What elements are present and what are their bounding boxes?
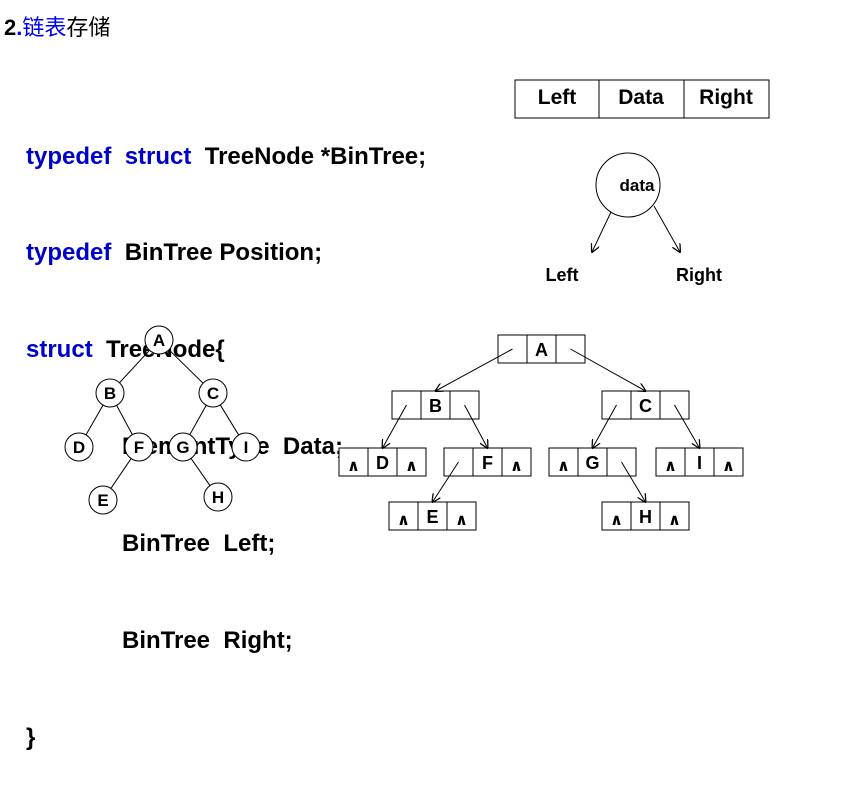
right-pointer-label: Right [676, 265, 722, 285]
right-pointer-arrow [653, 205, 680, 252]
tree-edge-C-I [219, 404, 240, 436]
code-keyword-typedef: typedef [26, 142, 112, 170]
binary-tree: A B C D F G I E H [64, 325, 261, 515]
linked-node-B: B [391, 390, 480, 420]
linked-node-label-D: D [376, 453, 389, 473]
field-right-label: Right [699, 86, 753, 109]
linked-pointer-A-C [570, 348, 646, 391]
linked-node-label-B: B [429, 396, 442, 416]
null-right-E: ∧ [455, 512, 468, 529]
tree-node-H [203, 482, 233, 512]
tree-node-F [124, 432, 154, 462]
linked-pointer-B-F [464, 404, 488, 448]
null-right-D: ∧ [405, 458, 418, 475]
tree-edge-B-D [85, 404, 104, 436]
section-heading: 2.链表存储 [4, 10, 110, 42]
linked-pointer-B-D [383, 404, 407, 448]
code-line-7: } [26, 723, 36, 751]
code-text: TreeNode *BinTree; [204, 142, 427, 170]
heading-blue-text: 链表 [22, 15, 67, 40]
linked-node-G: G∧ [548, 447, 637, 477]
linked-node-label-G: G [585, 453, 599, 473]
code-keyword-struct: struct [124, 142, 192, 170]
linked-node-label-H: H [639, 507, 652, 527]
tree-edge-G-H [190, 458, 211, 486]
diagram-canvas: Left Data Right data Left Right A B C D F G I E… [64, 79, 770, 531]
linked-pointer-C-I [674, 404, 700, 448]
data-node-label: data [620, 176, 656, 195]
linked-node-E: E ∧ ∧ [388, 501, 477, 531]
tree-node-label-F: F [134, 438, 144, 457]
tree-node-B [95, 378, 125, 408]
linked-node-label-I: I [697, 453, 702, 473]
code-line-2: typedef BinTree Position; [26, 237, 426, 269]
tree-node-E [88, 485, 118, 515]
linked-node-H: H ∧ ∧ [601, 501, 690, 531]
tree-node-I [231, 432, 261, 462]
null-left-H: ∧ [610, 512, 623, 529]
null-right-F: ∧ [510, 458, 523, 475]
code-text: BinTree Position; [124, 239, 323, 267]
linked-node-label-C: C [639, 396, 652, 416]
null-left-G: ∧ [557, 458, 570, 475]
null-left-D: ∧ [347, 458, 360, 475]
null-left-I: ∧ [664, 458, 677, 475]
linked-node-I: I ∧ ∧ [655, 447, 744, 477]
data-node-circle [595, 152, 661, 218]
linked-node-label-E: E [426, 507, 438, 527]
linked-node-D: D ∧ ∧ [338, 447, 427, 477]
tree-node-label-C: C [207, 384, 219, 403]
tree-node-label-D: D [73, 438, 85, 457]
linked-node-C: C [601, 390, 690, 420]
linked-pointer-C-G [593, 404, 617, 448]
tree-edge-A-B [119, 349, 150, 384]
code-line-6: BinTree Right; [122, 627, 293, 655]
tree-edge-C-G [189, 404, 207, 436]
node-structure-table: Left Data Right [514, 79, 770, 119]
code-keyword-typedef: typedef [26, 239, 112, 267]
tree-edge-B-F [116, 405, 133, 435]
tree-edge-F-E [110, 458, 132, 489]
tree-edge-A-C [168, 349, 204, 384]
tree-node-label-E: E [97, 491, 108, 510]
tree-node-label-B: B [104, 384, 116, 403]
heading-rest-text: 存储 [66, 15, 111, 40]
tree-node-G [168, 432, 198, 462]
linked-pointer-F-E [433, 461, 459, 502]
null-right-H: ∧ [668, 512, 681, 529]
linked-node-A: A [497, 334, 586, 364]
field-left-label: Left [538, 86, 577, 109]
field-data-label: Data [618, 86, 664, 109]
null-right-I: ∧ [722, 458, 735, 475]
linked-node-label-A: A [535, 340, 548, 360]
tree-node-A [144, 325, 174, 355]
tree-node-C [198, 378, 228, 408]
linked-node-F: F∧ [443, 447, 532, 477]
linked-node-label-F: F [482, 453, 493, 473]
linked-pointer-G-H [621, 461, 646, 502]
tree-node-label-A: A [153, 331, 165, 350]
heading-number: 2 [4, 15, 17, 40]
tree-node-label-I: I [244, 438, 249, 457]
code-keyword-struct: struct [26, 336, 93, 364]
tree-node-label-G: G [176, 438, 189, 457]
tree-node-D [64, 432, 94, 462]
heading-dot: . [16, 15, 23, 40]
code-line-1: typedef struct TreeNode *BinTree; [26, 141, 426, 173]
left-pointer-label: Left [546, 265, 579, 285]
linked-pointer-A-B [436, 348, 513, 391]
null-left-E: ∧ [397, 512, 410, 529]
tree-node-label-H: H [212, 488, 224, 507]
left-pointer-arrow [592, 211, 612, 252]
node-diagram: data Left Right [546, 152, 722, 285]
